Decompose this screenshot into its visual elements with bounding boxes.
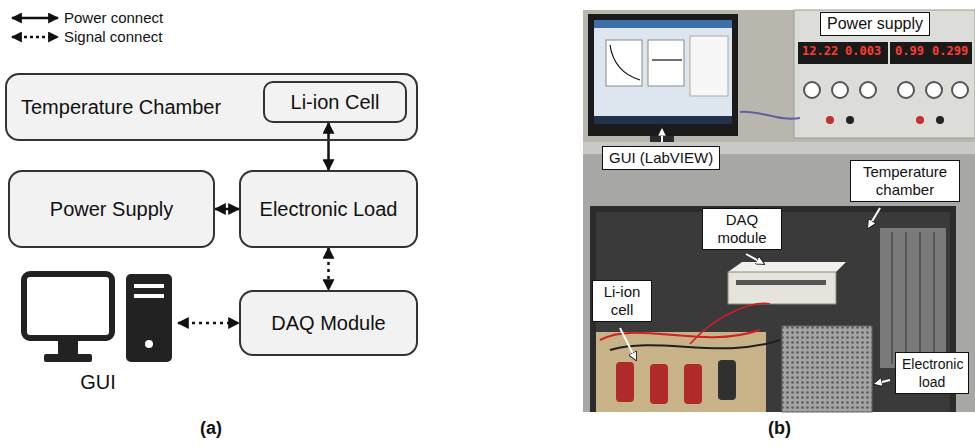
process-box: Power Supply <box>8 170 215 248</box>
node-text: Li-ion cell <box>599 283 645 319</box>
node-text: GUI <box>80 371 116 394</box>
photo-callout: Electronic load <box>895 352 969 394</box>
monitor <box>588 14 738 144</box>
leader-arrow <box>620 328 636 360</box>
node-text: Temperature Chamber <box>21 95 221 119</box>
node-text: Power supply <box>827 15 923 33</box>
power-connector <box>327 123 330 170</box>
leader-arrow <box>746 254 764 264</box>
computer-icon <box>24 274 172 362</box>
power-connector <box>215 208 239 211</box>
leader-arrow <box>874 380 890 384</box>
display-reading: 0.299 <box>932 45 968 59</box>
legend-entry: Power connect <box>64 9 163 27</box>
photo-callout: Power supply <box>820 12 930 36</box>
chamber-box: Temperature Chamber Li-ion Cell <box>5 73 418 141</box>
photo-callout: DAQ module <box>702 208 782 250</box>
photo-callout: Li-ion cell <box>592 280 652 322</box>
legend-entry: Signal connect <box>64 28 162 46</box>
photo-callout: Temperature chamber <box>850 160 960 202</box>
node-text: Li-ion Cell <box>291 90 380 114</box>
computer-node: GUI <box>18 270 178 396</box>
node-text: DAQ module <box>709 211 775 247</box>
photo-callout: GUI (LabVIEW) <box>602 146 720 170</box>
node-text: GUI (LabVIEW) <box>609 149 713 167</box>
electronic-load-box <box>782 326 872 412</box>
chamber-fill <box>5 73 418 141</box>
node-text: DAQ Module <box>271 311 386 335</box>
display-reading: 0.99 <box>895 45 924 59</box>
legend-text: Power connect <box>64 9 163 26</box>
power-supply-unit <box>740 10 975 138</box>
cell-box: Li-ion Cell <box>263 81 407 123</box>
panel-label: (a) <box>200 418 222 439</box>
signal-connector <box>178 322 239 325</box>
node-text: Power Supply <box>50 197 173 221</box>
process-box: DAQ Module <box>239 290 418 356</box>
signal-connector <box>327 248 330 290</box>
legend-text: Signal connect <box>64 28 162 45</box>
display-reading: 12.22 <box>802 45 838 59</box>
node-text: Electronic load <box>902 355 962 391</box>
daq-module-box <box>728 262 846 304</box>
display-reading: 0.003 <box>845 45 881 59</box>
node-text: Electronic Load <box>260 197 398 221</box>
lab-wall <box>583 10 975 412</box>
legend-dotted-arrow <box>12 36 58 39</box>
process-box: Electronic Load <box>239 170 418 248</box>
leader-arrow <box>868 208 880 228</box>
panel-label: (b) <box>768 418 791 439</box>
leader-arrow <box>661 128 663 142</box>
node-text: Temperature chamber <box>857 163 953 199</box>
chamber-illustration <box>583 142 975 412</box>
legend-solid-arrow <box>12 17 58 20</box>
